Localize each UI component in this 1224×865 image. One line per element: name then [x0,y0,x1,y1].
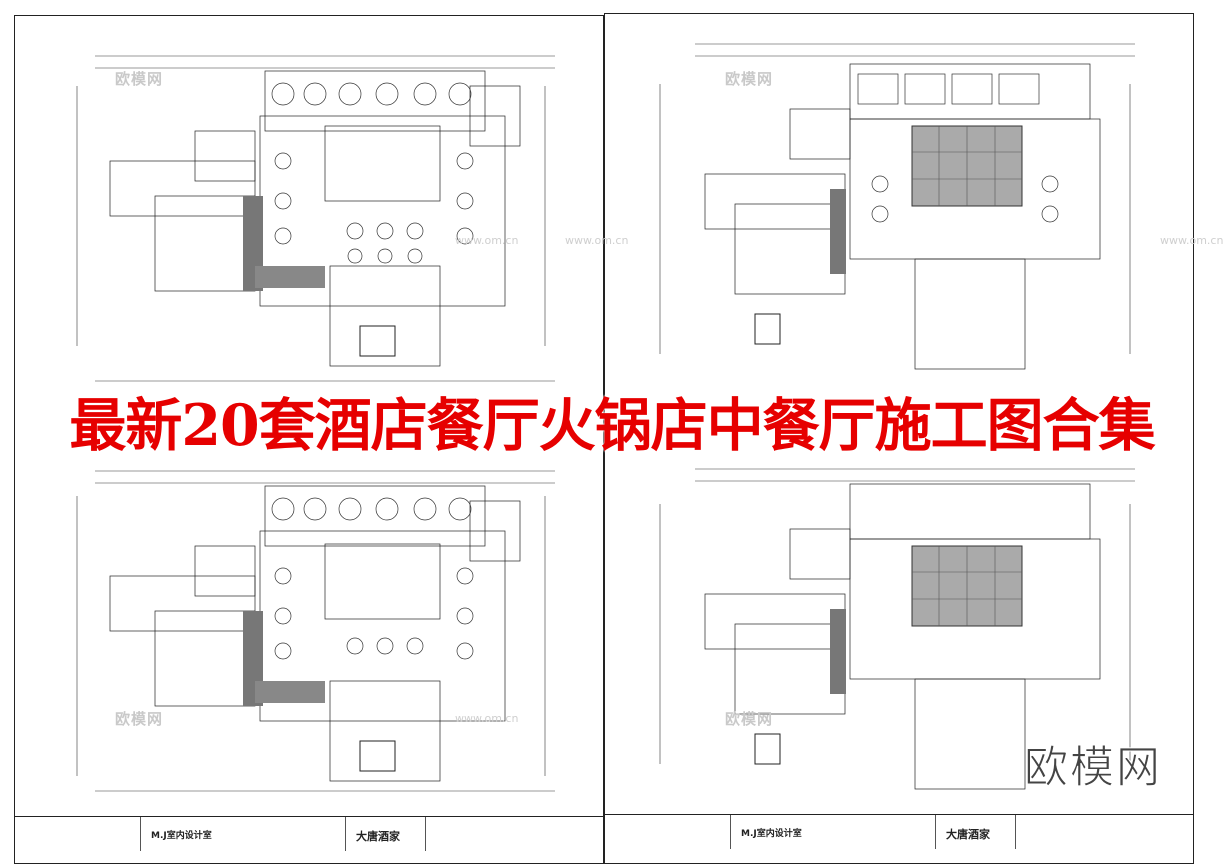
drawing-sheet-left: M.J室内设计室 大唐酒家 [14,15,604,864]
project-name: 大唐酒家 [356,830,400,843]
watermark-logo: 欧模网 [725,70,774,88]
watermark-url: www.om.cn [455,712,519,725]
floor-plan-right [659,43,1135,790]
brand-logo: 欧模网 [1024,742,1162,794]
watermark-logo: 欧模网 [115,70,164,88]
watermark-logo: 欧模网 [115,710,164,728]
firm-name: M.J室内设计室 [741,829,802,839]
watermark-url: www.om.cn [565,234,629,247]
title-block-left: M.J室内设计室 大唐酒家 [15,816,603,851]
watermark-url: www.om.cn [1160,234,1224,247]
project-name: 大唐酒家 [946,828,990,841]
watermark-logo: 欧模网 [725,710,774,728]
drawing-sheet-right: M.J室内设计室 大唐酒家 [604,13,1194,864]
firm-name: M.J室内设计室 [151,831,212,841]
promo-banner-title: 最新20套酒店餐厅火锅店中餐厅施工图合集 [69,392,1155,459]
title-block-right: M.J室内设计室 大唐酒家 [605,814,1193,849]
floor-plan-left [76,55,555,792]
watermark-url: www.om.cn [455,234,519,247]
